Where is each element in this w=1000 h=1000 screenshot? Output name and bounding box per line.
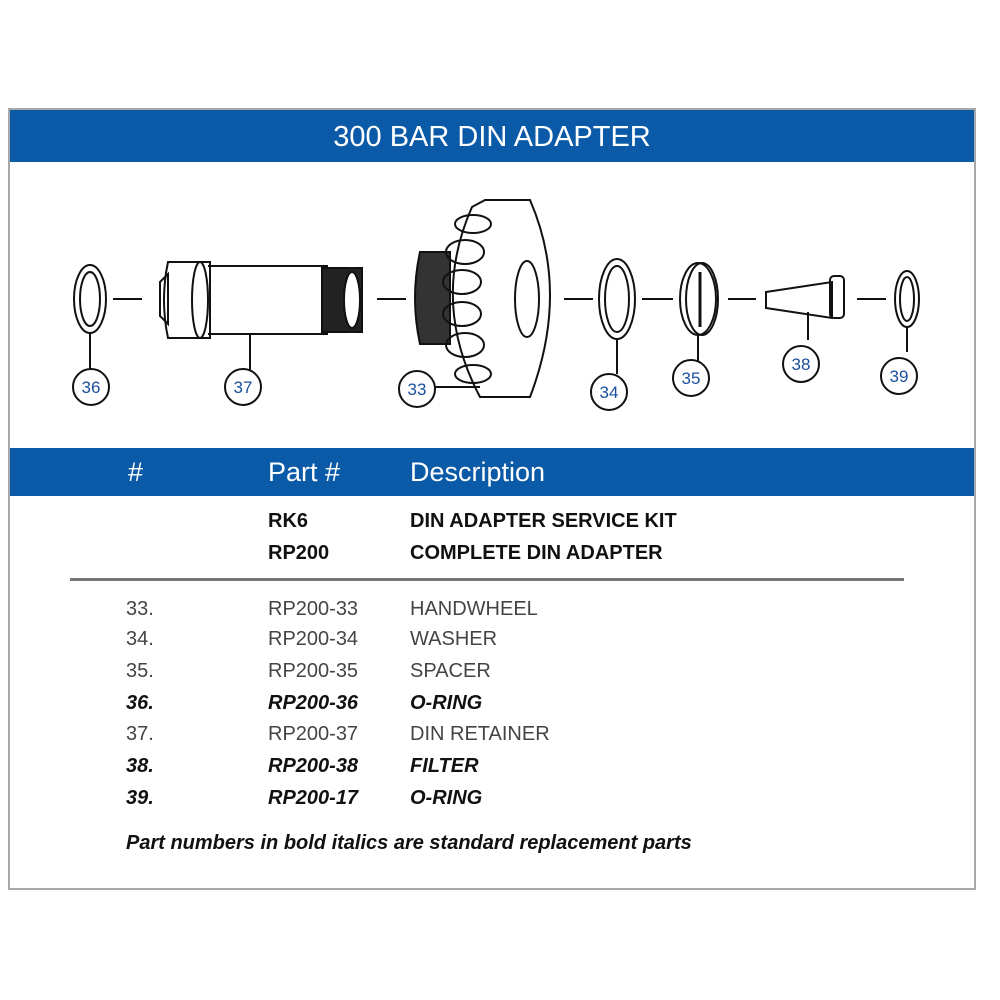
svg-text:37: 37 (234, 378, 253, 397)
callout-39: 39 (880, 357, 918, 395)
kit-desc: DIN ADAPTER SERVICE KIT (410, 510, 677, 532)
svg-text:39: 39 (890, 367, 909, 386)
row-part: RP200-35 (268, 660, 359, 682)
row-number: 33. (126, 598, 154, 620)
parts-sheet: 300 BAR DIN ADAPTER (8, 108, 976, 890)
row-desc: SPACER (410, 660, 491, 682)
handwheel-33-drawing (414, 199, 551, 398)
callout-35: 35 (672, 359, 710, 397)
row-desc: DIN RETAINER (410, 723, 550, 745)
callout-34: 34 (590, 373, 628, 411)
divider (70, 578, 904, 581)
header-number: # (128, 457, 144, 487)
row-part: RP200-33 (268, 598, 359, 620)
svg-text:38: 38 (792, 355, 811, 374)
row-desc: HANDWHEEL (410, 598, 538, 620)
row-number: 34. (126, 628, 154, 650)
row-number: 38. (126, 755, 154, 777)
row-part: RP200-36 (268, 692, 359, 714)
row-part: RP200-17 (268, 787, 359, 809)
row-number: 35. (126, 660, 154, 682)
row-desc: O-RING (410, 787, 483, 809)
svg-text:33: 33 (408, 380, 427, 399)
callout-33: 33 (398, 370, 436, 408)
washer-34-drawing (598, 258, 636, 374)
exploded-parts-diagram: 36 37 33 34 35 38 39 (72, 199, 920, 411)
row-desc: O-RING (410, 692, 483, 714)
svg-text:35: 35 (682, 369, 701, 388)
svg-text:36: 36 (82, 378, 101, 397)
o-ring-36-drawing (73, 264, 107, 372)
spacer-35-drawing (679, 262, 719, 362)
callout-37: 37 (224, 368, 262, 406)
header-part-number: Part # (268, 457, 341, 487)
row-number: 39. (126, 787, 154, 809)
footnote: Part numbers in bold italics are standar… (126, 832, 692, 854)
din-retainer-37-drawing (159, 261, 363, 372)
svg-text:34: 34 (600, 383, 619, 402)
header-description: Description (410, 457, 546, 487)
row-part: RP200-38 (268, 755, 359, 777)
row-number: 36. (126, 692, 154, 714)
o-ring-39-drawing (894, 270, 920, 352)
table-header: # Part # Description (10, 448, 974, 496)
filter-38-drawing (765, 275, 845, 340)
kit-part: RP200 (268, 542, 330, 564)
kit-desc: COMPLETE DIN ADAPTER (410, 542, 663, 564)
row-desc: FILTER (410, 755, 479, 777)
row-number: 37. (126, 723, 154, 745)
callout-38: 38 (782, 345, 820, 383)
row-desc: WASHER (410, 628, 498, 650)
kit-part: RK6 (268, 510, 309, 532)
page-title: 300 BAR DIN ADAPTER (10, 110, 974, 162)
row-part: RP200-34 (268, 628, 359, 650)
row-part: RP200-37 (268, 723, 359, 745)
callout-36: 36 (72, 368, 110, 406)
